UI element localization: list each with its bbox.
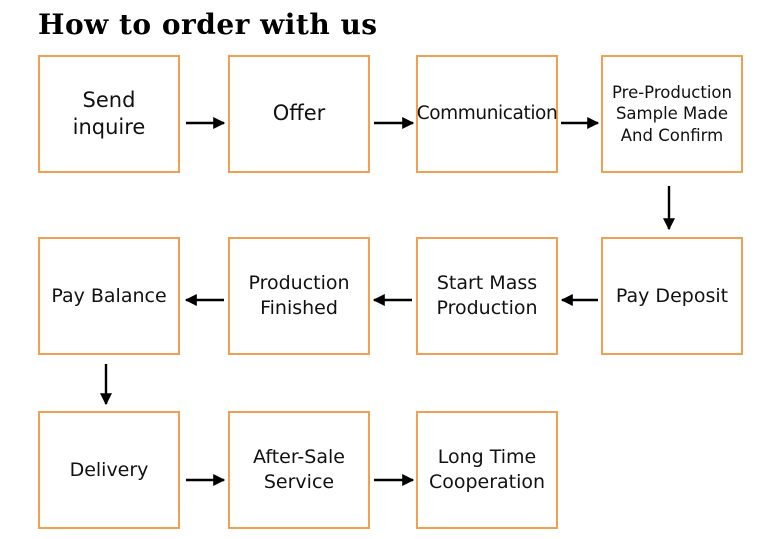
step-send-inquire: Send inquire (38, 55, 180, 173)
step-label: Communication (416, 102, 558, 124)
step-communication: Communication (416, 55, 558, 173)
step-label: Pay Deposit (615, 284, 729, 307)
step-after-sale-service: After-Sale Service (228, 411, 370, 529)
step-production-finished: Production Finished (228, 237, 370, 355)
step-long-time-cooperation: Long Time Cooperation (416, 411, 558, 529)
step-label: Send inquire (72, 87, 146, 139)
page-title: How to order with us (38, 8, 378, 41)
step-label: Pay Balance (51, 284, 167, 307)
step-pay-deposit: Pay Deposit (601, 237, 743, 355)
step-label: After-Sale Service (253, 446, 345, 493)
step-label: Start Mass Production (436, 272, 538, 319)
step-label: Pre-Production Sample Made And Confirm (612, 82, 732, 145)
step-pre-production: Pre-Production Sample Made And Confirm (601, 55, 743, 173)
step-start-mass-production: Start Mass Production (416, 237, 558, 355)
step-pay-balance: Pay Balance (38, 237, 180, 355)
step-label: Offer (272, 101, 326, 126)
step-delivery: Delivery (38, 411, 180, 529)
step-label: Delivery (69, 458, 149, 481)
step-label: Production Finished (248, 272, 350, 319)
step-offer: Offer (228, 55, 370, 173)
step-label: Long Time Cooperation (428, 446, 546, 493)
